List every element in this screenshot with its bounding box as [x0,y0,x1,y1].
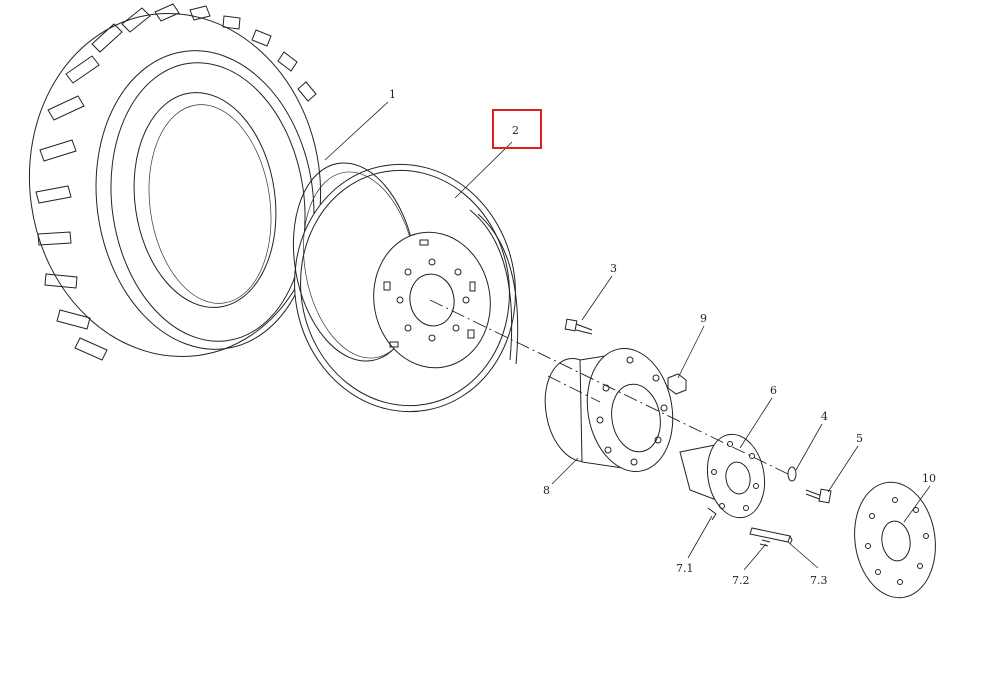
callout-10[interactable]: 10 [922,472,936,485]
gasket-part-10[interactable] [847,477,942,603]
washer-part-4[interactable] [787,466,797,482]
callout-7-3[interactable]: 7.3 [810,574,828,587]
callout-7-1[interactable]: 7.1 [676,562,694,575]
callout-1[interactable]: 1 [389,88,396,101]
callout-4[interactable]: 4 [821,410,828,423]
bolt-part-3[interactable] [564,318,593,335]
nut-part-9[interactable] [667,373,687,395]
key-part-7-3[interactable] [749,527,793,545]
taper-adapter-part-6[interactable] [679,430,771,522]
highlight-box [492,109,542,149]
callout-7-2[interactable]: 7.2 [732,574,750,587]
callout-3[interactable]: 3 [610,262,617,275]
pin-part-7-2[interactable] [759,539,771,547]
leader-lines [324,101,931,571]
callout-9[interactable]: 9 [700,312,707,325]
hub-part-8[interactable] [537,342,682,479]
tire-part-1[interactable] [7,0,342,376]
hub-axis-line [547,375,601,403]
callout-6[interactable]: 6 [770,384,777,397]
callout-2[interactable]: 2 [512,124,519,137]
rim-part-2[interactable] [275,147,535,429]
callout-5[interactable]: 5 [856,432,863,445]
bolt-part-5[interactable] [805,488,832,504]
centre-axis-line [429,299,791,476]
callout-8[interactable]: 8 [543,484,550,497]
